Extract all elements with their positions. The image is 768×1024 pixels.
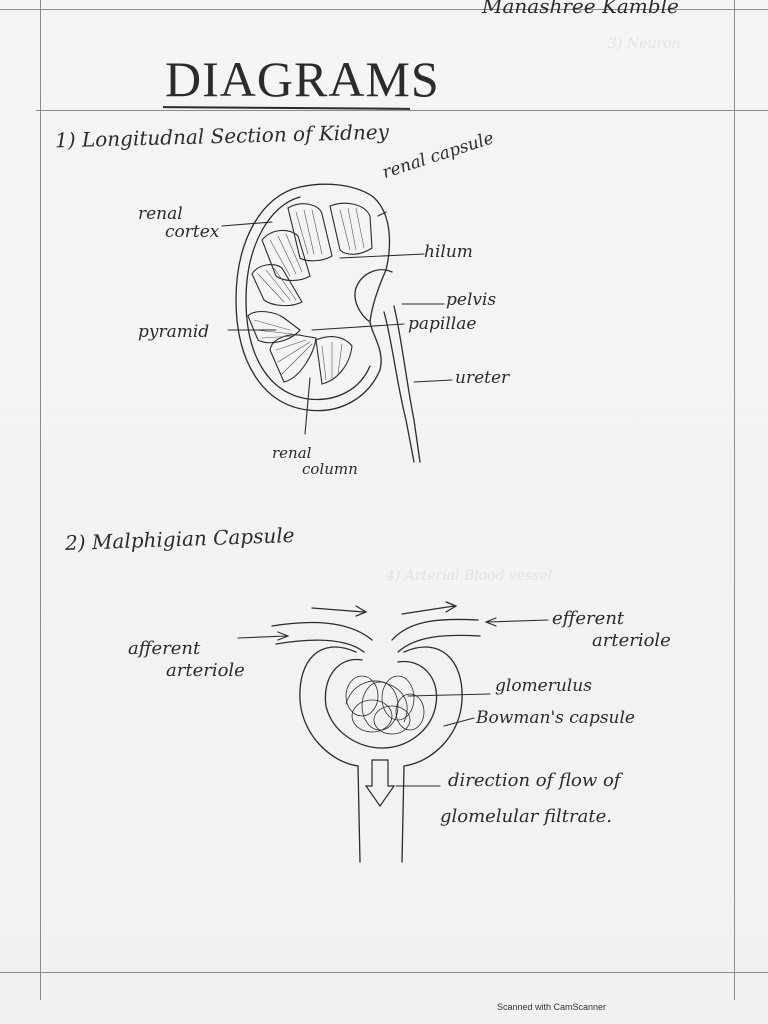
label-pelvis: pelvis [446,290,497,310]
title-rule [36,110,768,111]
renal-pyramids [247,202,373,385]
ureter-tube-2 [393,305,421,463]
label-papillae: papillae [408,314,477,334]
afferent-arteriole-2 [275,639,365,653]
label-pyramid: pyramid [138,322,210,342]
ureter-tube [383,311,415,463]
kidney-cortex-boundary [245,196,371,401]
bottom-rule [0,972,768,973]
bowmans-capsule-outer [299,646,361,863]
label-ureter: ureter [455,368,510,388]
afferent-arteriole [271,621,373,641]
glomerulus-loops [345,675,425,735]
bowmans-capsule-outer-right [401,646,463,863]
page-title: DIAGRAMS [165,51,440,107]
efferent-arteriole-2 [397,634,481,653]
label-efferent-1: efferent [552,608,625,629]
efferent-arteriole [391,618,479,641]
bowmans-capsule-inner [324,658,438,749]
label-direction-2: glomelular filtrate. [440,806,612,827]
top-rule [0,9,768,10]
label-bowmans-capsule: Bowman's capsule [476,708,635,728]
filtrate-flow-arrow [364,759,396,808]
label-afferent-1: afferent [128,638,201,659]
kidney-outer-capsule [235,183,391,412]
malpighian-label-pointers [237,617,549,787]
right-margin-rule [734,0,735,1000]
label-renal-cortex-1: renal [138,204,183,224]
label-renal-column-1: renal [272,444,312,462]
bleed-through-text: 3) Neuron [608,36,681,52]
author-name: Manashree Kamble [482,0,679,18]
kidney-label-pointers [221,211,453,435]
label-renal-column-2: column [302,460,358,478]
label-hilum: hilum [424,242,473,262]
flow-arrow [401,601,458,615]
label-afferent-2: arteriole [166,660,245,681]
label-efferent-2: arteriole [592,630,671,651]
label-direction-1: direction of flow of [448,770,621,791]
left-margin-rule [40,0,41,1000]
scanner-watermark: Scanned with CamScanner [497,1002,607,1012]
label-glomerulus: glomerulus [495,676,592,696]
label-renal-cortex-2: cortex [165,222,220,242]
bleed-through-text: 4) Arterial Blood vessel [386,568,553,584]
flow-arrow [311,605,368,617]
kidney-pelvis [354,269,393,323]
pyramid-striations [253,207,365,381]
